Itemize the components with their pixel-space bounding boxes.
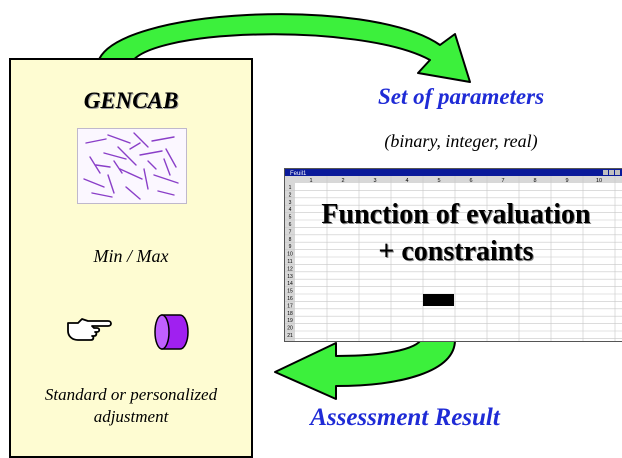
pointing-hand-icon xyxy=(64,313,116,348)
output-bar xyxy=(423,294,454,306)
row-header: 8 xyxy=(289,237,292,243)
bottom-curved-arrow xyxy=(274,319,456,400)
row-header: 20 xyxy=(287,326,293,332)
spreadsheet-title: Feuil1 xyxy=(290,171,307,177)
column-header: 7 xyxy=(501,178,504,184)
column-header: 5 xyxy=(437,178,440,184)
column-header: 3 xyxy=(373,178,376,184)
parameters-subtitle: (binary, integer, real) xyxy=(384,131,538,151)
evaluation-text: Function of evaluation + constraints xyxy=(290,196,622,270)
row-header: 13 xyxy=(287,274,293,280)
column-header: 6 xyxy=(469,178,472,184)
fiber-icon xyxy=(83,132,179,200)
row-header: 19 xyxy=(287,318,293,324)
row-header: 1 xyxy=(289,185,292,191)
row-header: 7 xyxy=(289,229,292,235)
gencab-panel xyxy=(9,58,253,458)
row-header: 4 xyxy=(289,207,292,213)
row-header: 17 xyxy=(287,303,293,309)
row-header: 15 xyxy=(287,289,293,295)
adjustment-line-1: Standard or personalized xyxy=(44,385,218,404)
top-curved-arrow xyxy=(97,13,471,83)
parameters-title: Set of parameters xyxy=(377,84,545,109)
column-header: 8 xyxy=(533,178,536,184)
min-max-label: Min / Max xyxy=(93,246,169,266)
row-header: 14 xyxy=(287,281,293,287)
row-header: 18 xyxy=(287,311,293,317)
gencab-title: GENCAB xyxy=(83,88,179,113)
row-header: 10 xyxy=(287,252,293,258)
row-header: 21 xyxy=(287,333,293,339)
column-header: 2 xyxy=(341,178,344,184)
row-header: 11 xyxy=(287,259,292,265)
column-header: 9 xyxy=(565,178,568,184)
assessment-result-label: Assessment Result xyxy=(310,404,500,431)
adjustment-label: Standard or personalized adjustment xyxy=(9,384,253,428)
row-header: 3 xyxy=(289,200,292,206)
column-header: 4 xyxy=(405,178,408,184)
column-header: 10 xyxy=(596,178,602,184)
evaluation-line-1: Function of evaluation xyxy=(321,199,591,230)
row-header: 5 xyxy=(289,215,292,221)
row-header: 6 xyxy=(289,222,292,228)
fiber-image xyxy=(77,128,187,204)
cylinder-icon xyxy=(153,311,189,358)
evaluation-line-2: + constraints xyxy=(378,236,534,267)
row-header: 9 xyxy=(289,244,292,250)
row-header: 16 xyxy=(287,296,293,302)
row-header: 12 xyxy=(287,266,293,272)
column-header: 1 xyxy=(309,178,312,184)
row-header: 2 xyxy=(289,192,292,198)
adjustment-line-2: adjustment xyxy=(93,407,169,426)
